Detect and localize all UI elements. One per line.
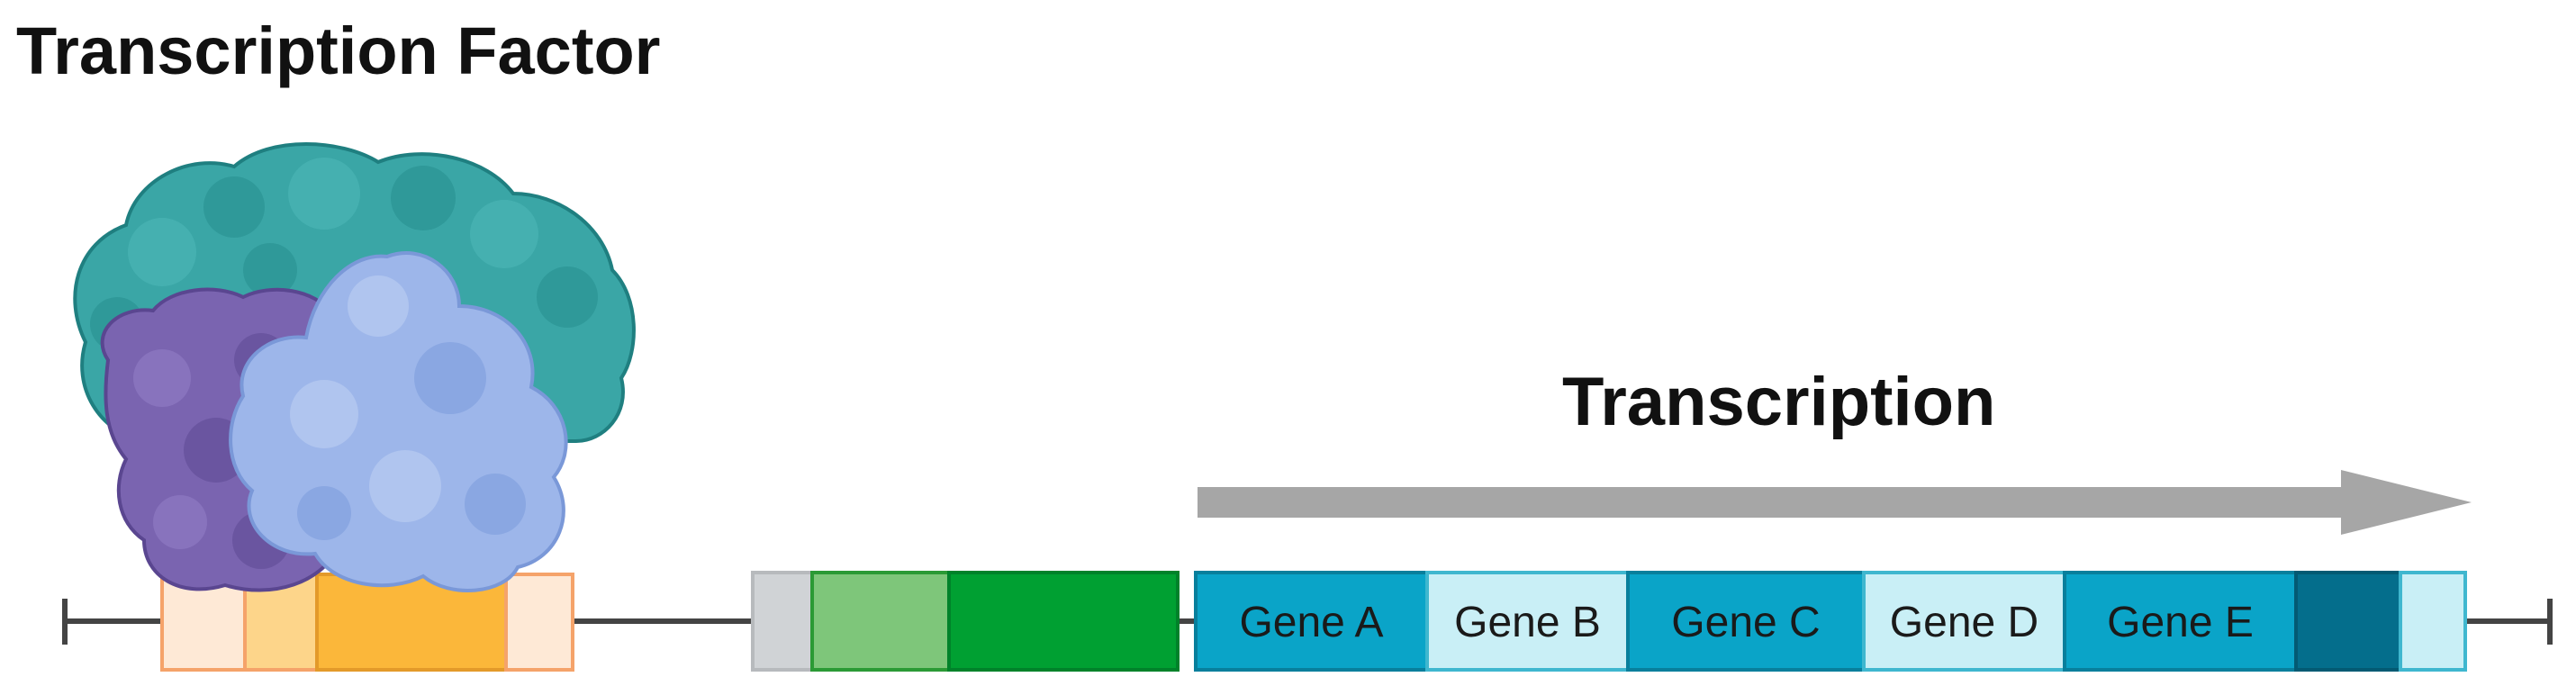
gene-cluster: Gene A Gene B Gene C Gene D Gene E (1194, 571, 2298, 672)
binding-site-segment-pale-right (504, 573, 574, 672)
gene-box (1862, 571, 2066, 672)
promoter-element-light-green (810, 571, 951, 672)
transcription-arrow (1198, 470, 2472, 535)
gene-label: Gene A (1239, 599, 1383, 646)
gene-box (1425, 571, 1630, 672)
gene-label: Gene C (1671, 599, 1820, 646)
gene-label: Gene B (1454, 599, 1601, 646)
transcription-factor-protein (73, 142, 636, 592)
transcription-label: Transcription (1562, 364, 1995, 440)
protein-subunit-blue (229, 251, 568, 592)
gene-label: Gene E (2107, 599, 2254, 646)
promoter-element-dark-green (947, 571, 1180, 672)
transcription-arrow-head (2341, 470, 2472, 535)
binding-site (160, 573, 574, 672)
spacer-element (751, 571, 814, 672)
transcription-arrow-shaft (1198, 487, 2348, 518)
gene-box (1194, 571, 1429, 672)
gene-box (2063, 571, 2298, 672)
gene-label: Gene D (1890, 599, 2038, 646)
gene-cluster-dark-end-segment (2294, 571, 2402, 672)
gene-cluster-light-end-segment (2399, 571, 2467, 672)
promoter-region (751, 571, 1180, 672)
diagram-title: Transcription Factor (16, 14, 660, 88)
gene-box (1626, 571, 1866, 672)
